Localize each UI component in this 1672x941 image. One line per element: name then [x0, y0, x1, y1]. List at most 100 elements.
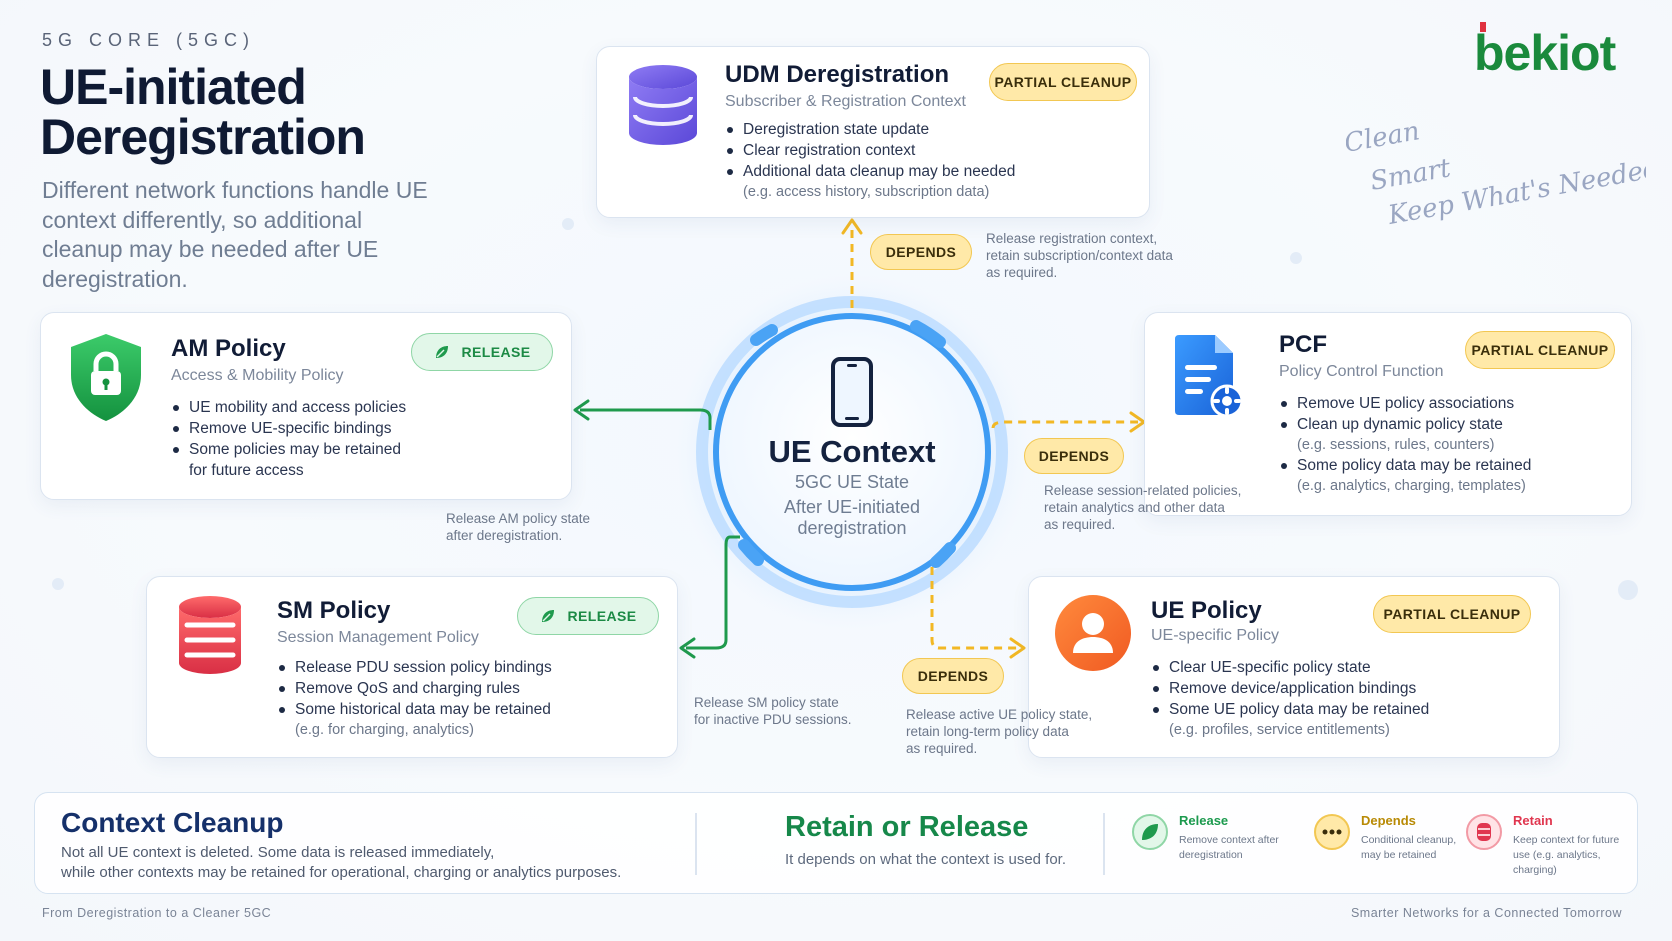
- smartphone-icon: [831, 357, 873, 427]
- ue-policy-depends-badge: DEPENDS: [902, 658, 1004, 694]
- sm-policy-card: SM Policy Session Management Policy RELE…: [146, 576, 678, 758]
- list-item: Some policies may be retained for future…: [171, 439, 551, 481]
- list-item: Clear UE-specific policy state: [1151, 657, 1531, 678]
- list-item-text: Some historical data may be retained: [295, 701, 551, 718]
- list-note: (e.g. sessions, rules, counters): [1297, 437, 1495, 453]
- center-title: UE Context: [768, 434, 936, 469]
- ellipsis-circle-icon: [1314, 814, 1350, 850]
- center-caption: After UE-initiated deregistration: [732, 497, 972, 539]
- retain-or-release-title: Retain or Release: [785, 811, 1029, 843]
- list-item: Remove UE policy associations: [1279, 393, 1619, 414]
- udm-title: UDM Deregistration: [725, 61, 950, 88]
- legend-line: charging): [1513, 864, 1557, 876]
- ue-policy-card: UE Policy UE-specific Policy PARTIAL CLE…: [1028, 576, 1560, 758]
- connector-line: as required.: [906, 741, 978, 756]
- title-line-2: Deregistration: [40, 109, 366, 165]
- connector-line: retain long-term policy data: [906, 724, 1069, 739]
- list-item: Clear registration context: [725, 140, 1125, 161]
- pcf-subtitle: Policy Control Function: [1279, 363, 1444, 380]
- list-item-text: Some policies may be retained: [189, 441, 401, 458]
- leaf-circle-icon: [1132, 814, 1168, 850]
- leaf-icon: [541, 610, 554, 622]
- pcf-depends-badge: DEPENDS: [1024, 438, 1124, 474]
- connector-line: Release SM policy state: [694, 695, 839, 710]
- context-cleanup-title: Context Cleanup: [61, 807, 284, 838]
- udm-depends-badge: DEPENDS: [870, 234, 972, 270]
- pcf-title: PCF: [1279, 331, 1327, 358]
- database-icon: [629, 65, 697, 145]
- connector-line: retain subscription/context data: [986, 248, 1173, 263]
- connector-line: as required.: [986, 265, 1058, 280]
- context-cleanup-text: Not all UE context is deleted. Some data…: [61, 843, 681, 883]
- list-note: (e.g. profiles, service entitlements): [1169, 722, 1390, 738]
- connector-line: Release AM policy state: [446, 511, 591, 526]
- legend-title: Retain: [1513, 813, 1553, 828]
- legend-release: Release Remove context after deregistrat…: [1131, 813, 1301, 883]
- caption-line: deregistration: [797, 518, 907, 538]
- legend-line: may be retained: [1361, 849, 1437, 861]
- list-note: (e.g. access history, subscription data): [743, 184, 990, 200]
- list-item: UE mobility and access policies: [171, 397, 551, 418]
- udm-connector-text: Release registration context, retain sub…: [986, 230, 1206, 281]
- list-note: for future access: [189, 462, 304, 479]
- brand-logo: bekiot: [1474, 22, 1618, 78]
- legend-line: Keep context for future: [1513, 834, 1620, 846]
- list-item-text: Some UE policy data may be retained: [1169, 701, 1430, 718]
- am-policy-card: AM Policy Access & Mobility Policy RELEA…: [40, 312, 572, 500]
- pcf-list: Remove UE policy associations Clean up d…: [1279, 393, 1619, 496]
- sm-badge-label: RELEASE: [567, 608, 637, 624]
- intro-text: Different network functions handle UE co…: [42, 177, 428, 292]
- divider: [695, 813, 697, 875]
- am-subtitle: Access & Mobility Policy: [171, 367, 344, 384]
- text-line: Not all UE context is deleted. Some data…: [61, 844, 495, 861]
- legend-line: Remove context after: [1179, 834, 1279, 846]
- list-note: (e.g. for charging, analytics): [295, 722, 474, 738]
- am-connector-text: Release AM policy state after deregistra…: [446, 510, 646, 544]
- legend-text: Keep context for future use (e.g. analyt…: [1513, 833, 1633, 878]
- sm-title: SM Policy: [277, 597, 391, 624]
- list-item: Release PDU session policy bindings: [277, 657, 667, 678]
- title-line-1: UE-initiated: [40, 59, 307, 115]
- footer-left: From Deregistration to a Cleaner 5GC: [42, 906, 272, 920]
- connector-line: Release session-related policies,: [1044, 483, 1242, 498]
- connector-line: after deregistration.: [446, 528, 563, 543]
- list-item-text: Some policy data may be retained: [1297, 457, 1532, 474]
- am-badge-label: RELEASE: [461, 344, 531, 360]
- legend-text: Remove context after deregistration: [1179, 833, 1299, 863]
- database-stack-icon: [179, 596, 241, 674]
- legend-line: Conditional cleanup,: [1361, 834, 1457, 846]
- tag-line-1: Clean: [1346, 116, 1422, 159]
- user-icon: [1055, 595, 1131, 671]
- sm-subtitle: Session Management Policy: [277, 629, 479, 646]
- ue-policy-subtitle: UE-specific Policy: [1151, 627, 1280, 644]
- legend-retain: Retain Keep context for future use (e.g.…: [1465, 813, 1635, 891]
- pcf-connector-text: Release session-related policies, retain…: [1044, 482, 1264, 533]
- am-list: UE mobility and access policies Remove U…: [171, 397, 551, 481]
- retain-or-release-text: It depends on what the context is used f…: [785, 851, 1067, 868]
- list-item: Some policy data may be retained (e.g. a…: [1279, 455, 1619, 496]
- leaf-icon: [435, 346, 448, 358]
- udm-subtitle: Subscriber & Registration Context: [725, 93, 966, 110]
- ue-policy-title: UE Policy: [1151, 597, 1262, 624]
- database-circle-icon: [1466, 814, 1502, 850]
- list-item: Some historical data may be retained (e.…: [277, 699, 667, 740]
- list-item: Deregistration state update: [725, 119, 1125, 140]
- legend-line: use (e.g. analytics,: [1513, 849, 1601, 861]
- udm-list: Deregistration state update Clear regist…: [725, 119, 1125, 202]
- text-line: while other contexts may be retained for…: [61, 864, 622, 881]
- list-item: Remove UE-specific bindings: [171, 418, 551, 439]
- sm-connector-text: Release SM policy state for inactive PDU…: [694, 694, 894, 728]
- list-item-text: Clean up dynamic policy state: [1297, 416, 1503, 433]
- udm-status-badge: PARTIAL CLEANUP: [989, 63, 1137, 101]
- brand-tagline: Clean Smart Keep What's Needed: [1346, 116, 1646, 231]
- page-title: UE-initiated Deregistration: [40, 62, 460, 162]
- connector-line: as required.: [1044, 517, 1116, 532]
- sm-list: Release PDU session policy bindings Remo…: [277, 657, 667, 740]
- tag-line-2: Smart: [1368, 153, 1453, 197]
- pcf-status-badge: PARTIAL CLEANUP: [1465, 331, 1615, 369]
- list-note: (e.g. analytics, charging, templates): [1297, 478, 1526, 494]
- list-item: Clean up dynamic policy state (e.g. sess…: [1279, 414, 1619, 455]
- kicker-label: 5G CORE (5GC): [42, 30, 256, 50]
- ue-policy-list: Clear UE-specific policy state Remove de…: [1151, 657, 1531, 740]
